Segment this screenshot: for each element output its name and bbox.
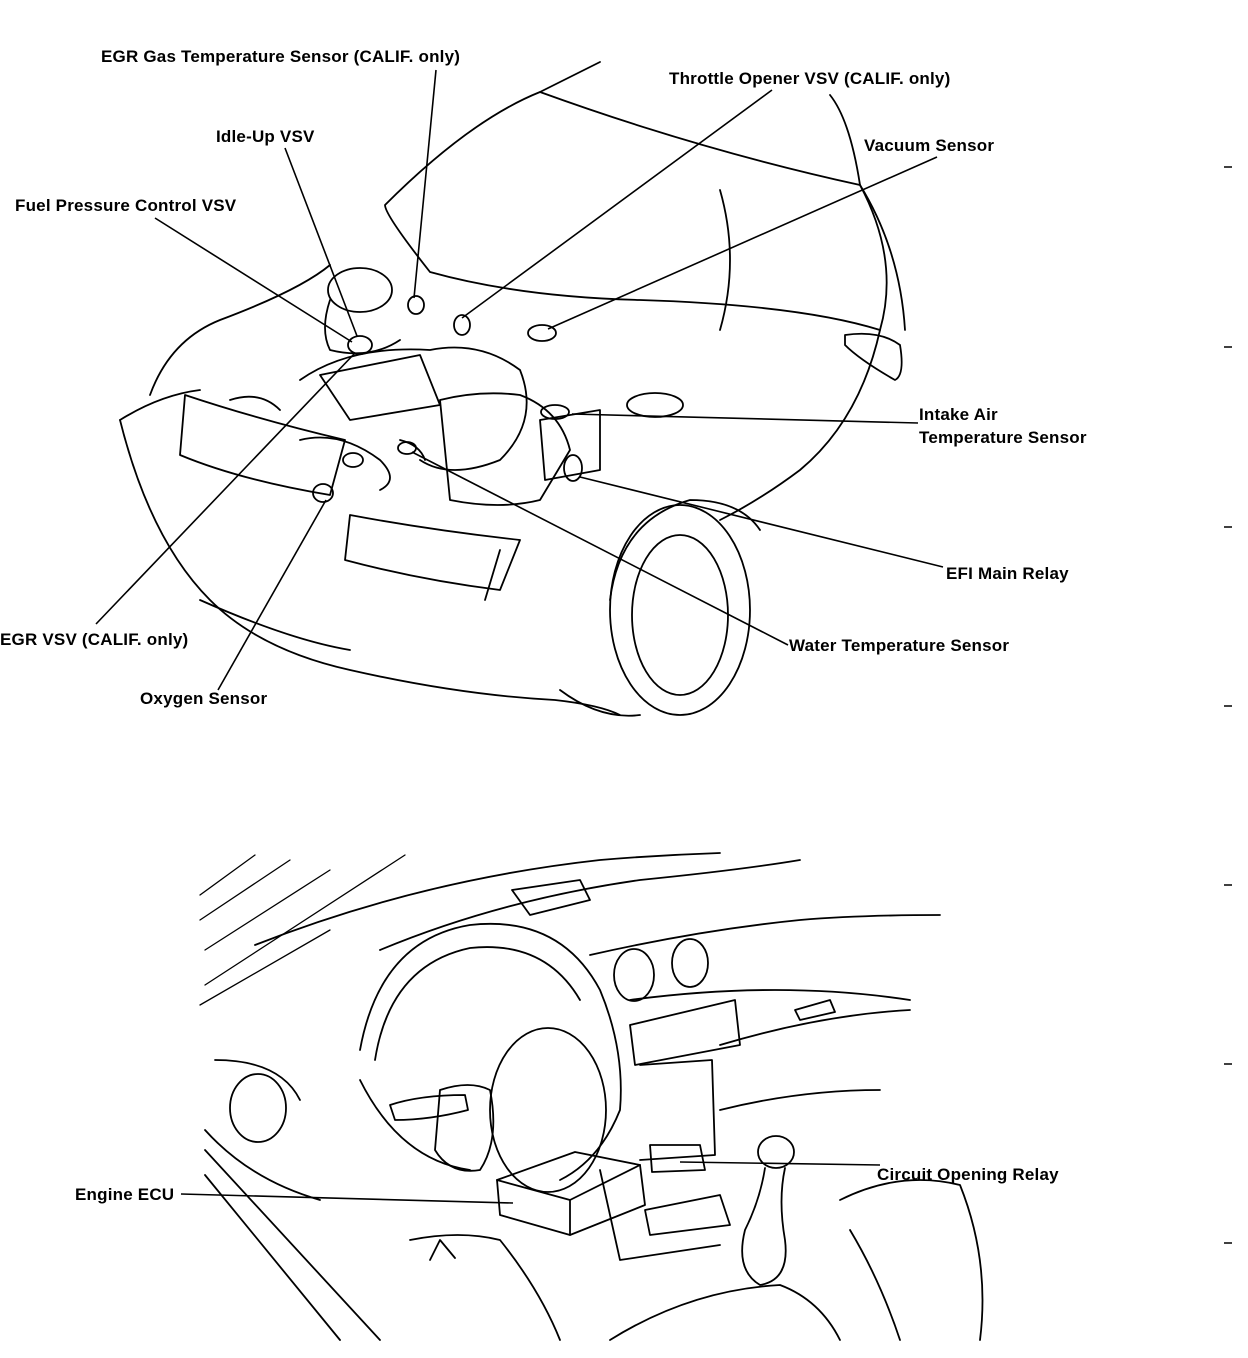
label-intake-air-temp-sensor-line2: Temperature Sensor [919,428,1087,447]
label-circuit-opening-relay: Circuit Opening Relay [877,1165,1059,1184]
page-edge-ticks [1224,166,1232,1244]
label-efi-main-relay: EFI Main Relay [946,564,1069,583]
label-egr-gas-temperature-sensor: EGR Gas Temperature Sensor (CALIF. only) [101,47,460,66]
label-idle-up-vsv: Idle-Up VSV [216,127,315,146]
label-throttle-opener-vsv: Throttle Opener VSV (CALIF. only) [669,69,950,88]
label-intake-air-temp-sensor-line1: Intake Air [919,405,998,424]
label-water-temperature-sensor: Water Temperature Sensor [789,636,1009,655]
interior-leader-lines [180,1161,881,1204]
interior-illustration [199,852,984,1341]
interior-labels: Engine ECU Circuit Opening Relay [75,1165,1059,1204]
engine-leader-lines [95,69,944,691]
engine-labels: EGR Gas Temperature Sensor (CALIF. only)… [0,47,1087,708]
label-engine-ecu: Engine ECU [75,1185,174,1204]
engine-compartment-illustration [119,61,906,717]
label-egr-vsv: EGR VSV (CALIF. only) [0,630,188,649]
label-fuel-pressure-control-vsv: Fuel Pressure Control VSV [15,196,237,215]
label-vacuum-sensor: Vacuum Sensor [864,136,994,155]
label-oxygen-sensor: Oxygen Sensor [140,689,267,708]
